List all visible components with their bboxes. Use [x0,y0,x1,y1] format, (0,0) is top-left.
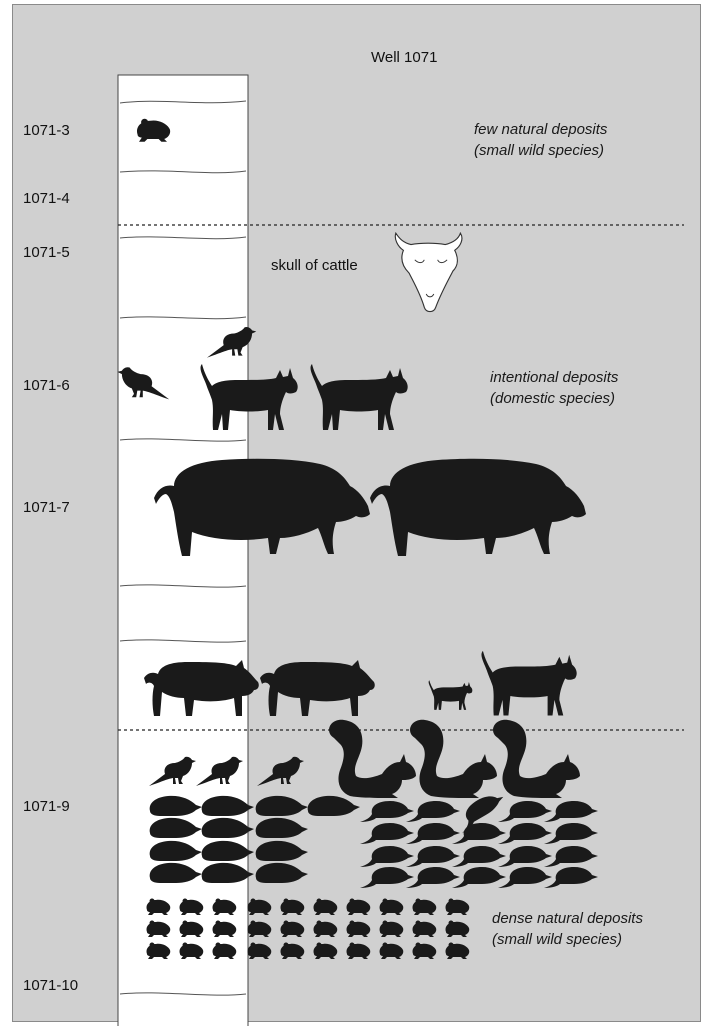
mole-icon [256,818,308,838]
mole-icon [256,796,308,816]
frog-icon [314,899,338,916]
frog-icon [413,899,437,916]
layer-label-1071-3: 1071-3 [23,122,70,139]
rodent-icon [406,823,460,844]
squirrel-icon [493,720,580,798]
rodent-icon [406,867,460,888]
frog-icon [380,943,404,960]
layer-label-1071-6: 1071-6 [23,377,70,394]
frog-icon [446,943,470,960]
rodent-icon [452,823,506,844]
pig-icon [154,459,370,556]
layer-label-1071-5: 1071-5 [23,244,70,261]
rodent-icon [498,867,552,888]
annotation-line: (small wild species) [474,140,607,161]
frog-icon [446,921,470,938]
frog-icon [248,899,272,916]
rodent-icon [360,801,414,822]
cat-icon [429,680,473,710]
piglet-icon [260,660,375,716]
frog-icon [446,899,470,916]
frog-icon [347,899,371,916]
bird-icon [257,757,304,786]
annotation-few-natural-deposits: few natural deposits (small wild species… [474,119,607,161]
frog-icon [281,921,305,938]
annotation-line: dense natural deposits [492,908,643,929]
annotation-intentional-deposits: intentional deposits (domestic species) [490,367,618,409]
rodent-icon [406,801,460,822]
rodent-icon [360,823,414,844]
rodent-icon [452,867,506,888]
frog-icon [281,899,305,916]
frog-icon [314,943,338,960]
frog-icon [380,899,404,916]
rodent-icon [498,823,552,844]
rodent-icon [544,867,598,888]
mole-icon [308,796,360,816]
cat-icon [481,651,576,716]
cat-icon [311,364,408,430]
frog-icon [248,943,272,960]
frog-icon [347,921,371,938]
rodent-icon [498,801,552,822]
layer-label-1071-7: 1071-7 [23,499,70,516]
rodent-icon [452,846,506,867]
annotation-line: few natural deposits [474,119,607,140]
pig-icon [370,459,586,556]
annotation-line: (domestic species) [490,388,618,409]
rodent-icon [544,846,598,867]
layer-label-1071-10: 1071-10 [23,977,78,994]
annotation-line: (small wild species) [492,929,643,950]
frog-icon [347,943,371,960]
rodent-icon [406,846,460,867]
frog-icon [281,943,305,960]
frog-icon [248,921,272,938]
frog-icon [380,921,404,938]
rodent-icon [360,867,414,888]
annotation-dense-natural-deposits: dense natural deposits (small wild speci… [492,908,643,950]
cattle-skull-icon [395,233,462,311]
layer-label-1071-4: 1071-4 [23,190,70,207]
rodent-icon [498,846,552,867]
squirrel-icon [410,720,497,798]
rodent-icon [544,801,598,822]
mole-icon [256,863,308,883]
annotation-line: intentional deposits [490,367,618,388]
mole-icon [256,841,308,861]
frog-icon [413,921,437,938]
frog-icon [314,921,338,938]
frog-icon [413,943,437,960]
rodent-icon [544,823,598,844]
rodent-group [360,788,598,888]
squirrel-icon [329,720,416,798]
rodent-icon [360,846,414,867]
diagram-title: Well 1071 [371,49,437,66]
skull-label: skull of cattle [271,257,358,274]
layer-label-1071-9: 1071-9 [23,798,70,815]
frog-group [147,899,470,960]
